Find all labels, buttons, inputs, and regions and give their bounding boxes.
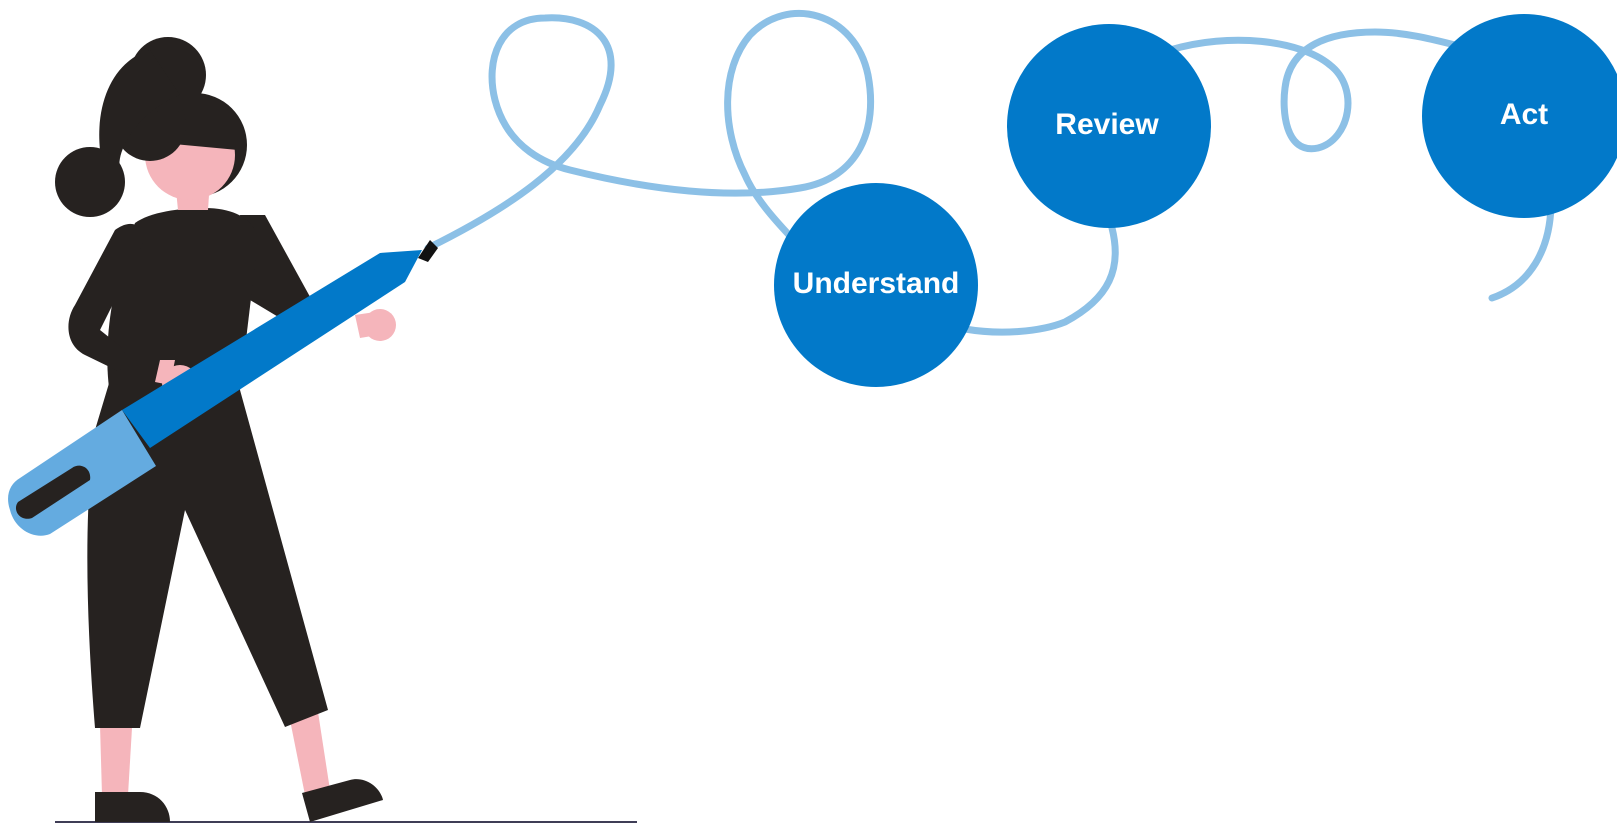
pen-tip [418, 240, 438, 262]
connector-pen-to-understand [424, 9, 875, 252]
left-shoe [95, 792, 170, 822]
node-review-label: Review [1055, 108, 1159, 141]
right-shin [290, 712, 330, 795]
node-understand-label: Understand [793, 267, 960, 300]
ponytail-end [55, 147, 125, 217]
back-arm [240, 215, 320, 330]
pen-icon [8, 240, 438, 536]
node-act-label: Act [1500, 98, 1548, 131]
node-act-circle [1422, 14, 1617, 218]
front-upper-arm [68, 223, 144, 372]
torso [107, 208, 258, 395]
node-understand-circle [774, 183, 978, 387]
node-act: Act [1422, 14, 1617, 218]
node-review-circle [1007, 24, 1211, 228]
right-shoe [302, 779, 383, 822]
left-shin [100, 725, 132, 795]
node-review: Review [1007, 24, 1211, 228]
connector-review-to-act [1166, 28, 1459, 153]
connector-act-tail [1488, 201, 1555, 302]
pen-cap-clip [15, 465, 91, 519]
back-forearm [355, 312, 378, 338]
pen-barrel [122, 250, 422, 448]
connector-understand-to-review [961, 224, 1119, 336]
node-understand: Understand [774, 183, 978, 387]
ponytail [99, 50, 180, 170]
